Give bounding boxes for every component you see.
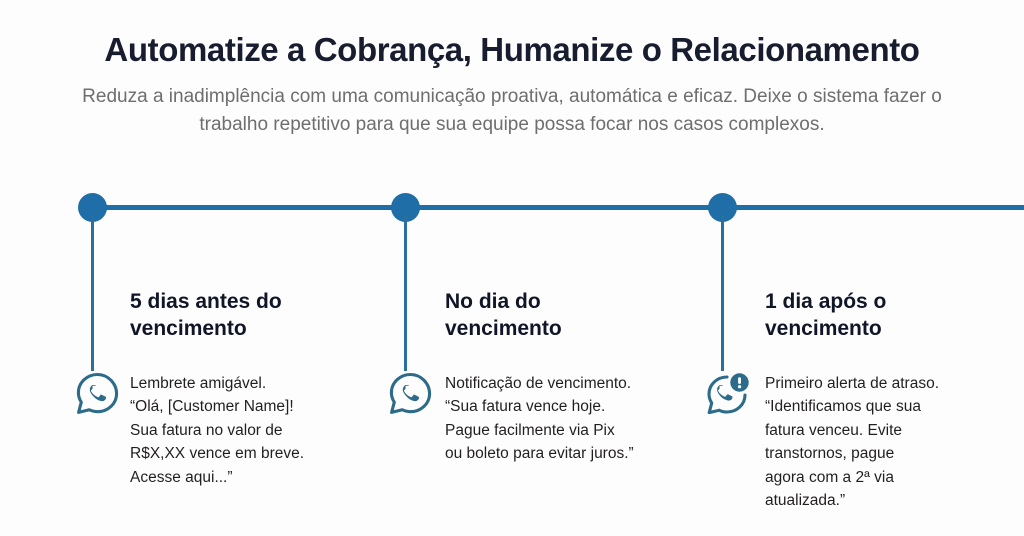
page-title: Automatize a Cobrança, Humanize o Relaci… — [104, 31, 920, 68]
step-body: Lembrete amigável. “Olá, [Customer Name]… — [130, 372, 430, 490]
timeline-connector-2 — [404, 216, 407, 371]
page-subtitle: Reduza a inadimplência com uma comunicaç… — [82, 86, 942, 135]
step-message-text: Lembrete amigável. “Olá, [Customer Name]… — [130, 374, 305, 486]
timeline-connector-3 — [721, 216, 724, 371]
step-title: 5 dias antes do vencimento — [130, 290, 282, 341]
step-message-text: Primeiro alerta de atraso. “Identificamo… — [765, 374, 940, 510]
step-message-text: Notificação de vencimento. “Sua fatura v… — [445, 374, 634, 463]
whatsapp-icon — [387, 370, 435, 418]
timeline-step-3: 1 dia após o vencimento Primeiro alerta … — [765, 288, 1024, 513]
timeline-connector-1 — [91, 216, 94, 371]
header: Automatize a Cobrança, Humanize o Relaci… — [0, 0, 1024, 138]
whatsapp-icon — [74, 370, 122, 418]
timeline-axis-line — [92, 205, 1024, 210]
step-title: 1 dia após o vencimento — [765, 290, 887, 341]
timeline-step-2: No dia do vencimento Notificação de venc… — [445, 288, 745, 466]
step-body: Notificação de vencimento. “Sua fatura v… — [445, 372, 745, 466]
step-body: Primeiro alerta de atraso. “Identificamo… — [765, 372, 1024, 513]
whatsapp-alert-icon — [705, 370, 753, 418]
step-title: No dia do vencimento — [445, 290, 562, 341]
timeline-step-1: 5 dias antes do vencimento Lembrete amig… — [130, 288, 430, 489]
